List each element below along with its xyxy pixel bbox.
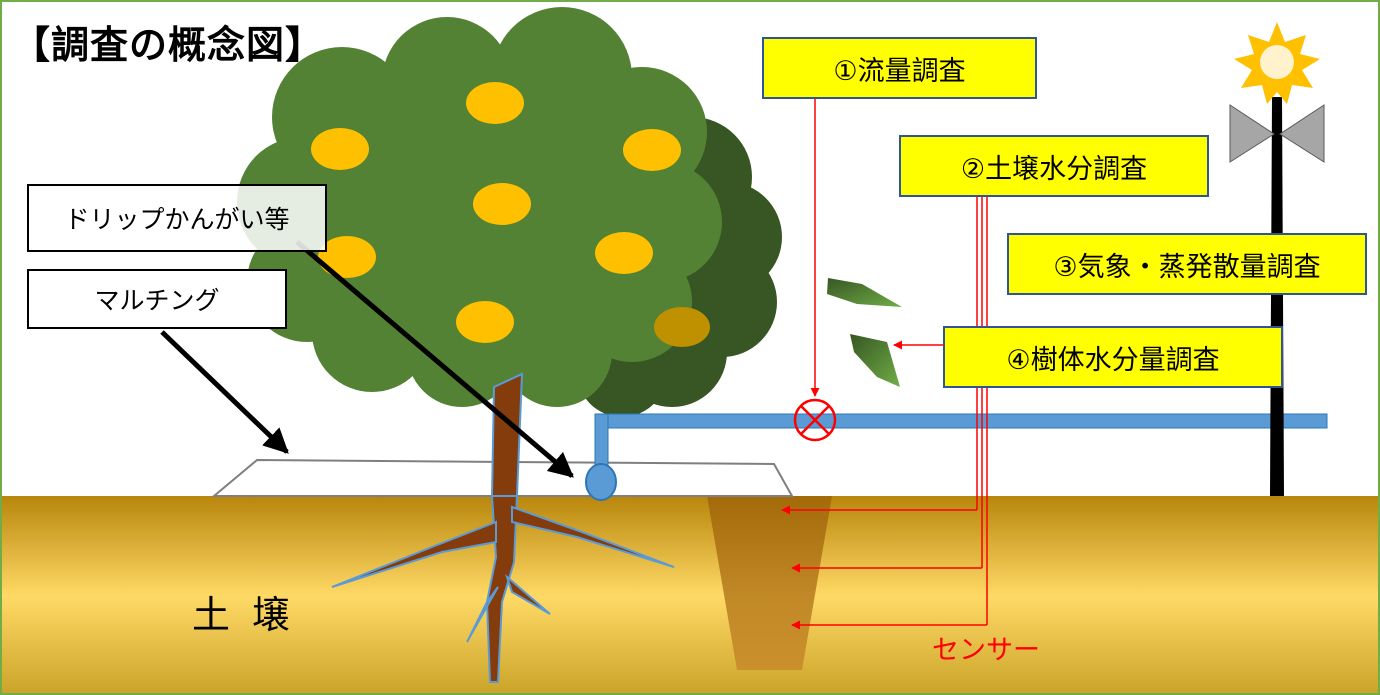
drip-pointer [295,240,574,478]
leaf-icon [827,278,902,387]
soil-moisture-survey-label: ②土壌水分調査 [899,135,1209,197]
tree-trunk [490,372,524,497]
sun-icon [1234,22,1320,104]
flow-meter-icon [793,398,837,442]
fruits [311,82,710,347]
sensor-label: センサー [932,635,1040,666]
sensor-probe-zone [707,496,832,670]
tree-canopy [237,7,722,407]
mulching-pointer [160,330,289,454]
flow-survey-label: ①流量調査 [762,37,1037,99]
diagram-title: 【調査の概念図】 [12,23,325,67]
tree-moisture-survey-label: ④樹体水分量調査 [943,326,1283,388]
mulching-label: マルチング [27,269,287,329]
tree-roots [331,495,675,683]
soil-layer [2,496,1378,693]
drip-emitter [585,463,617,501]
anemometer-icon [1229,97,1325,496]
irrigation-pipe [594,413,1328,475]
weather-survey-label: ③気象・蒸発散量調査 [1007,233,1367,295]
drip-irrigation-label: ドリップかんがい等 [27,184,327,252]
soil-label: 土壌 [192,593,313,637]
